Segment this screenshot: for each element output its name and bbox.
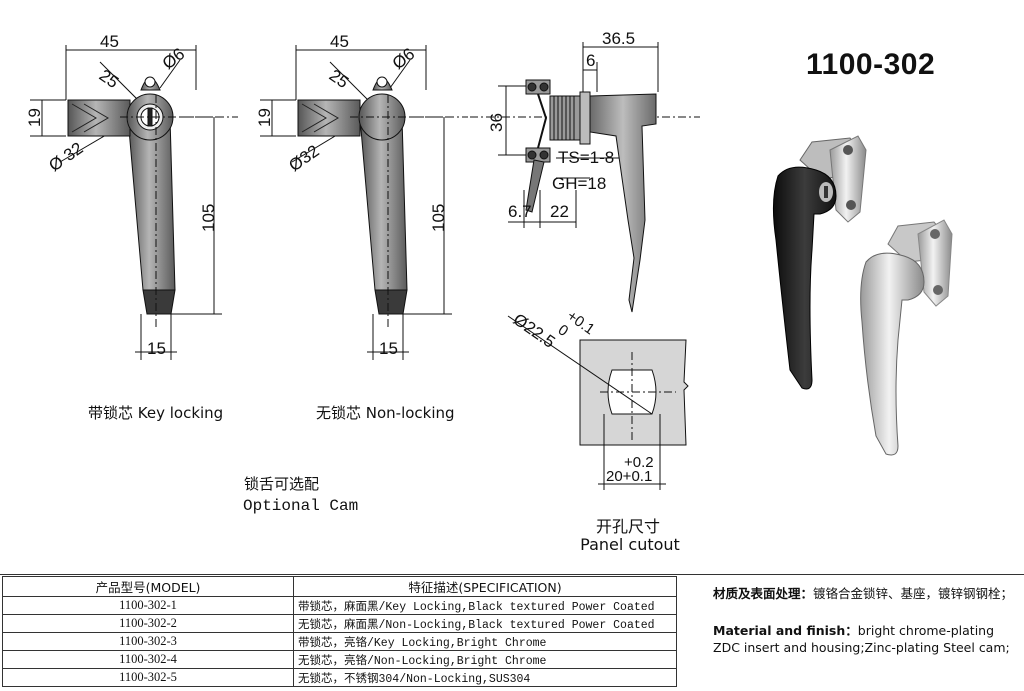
table-row: 1100-302-5 无锁芯，不锈钢304/Non-Locking,SUS304 xyxy=(2,668,677,687)
non-locking-caption: 无锁芯 Non-locking xyxy=(316,404,455,422)
table-row: 1100-302-4 无锁芯，亮铬/Non-Locking,Bright Chr… xyxy=(2,650,677,669)
model-cell: 1100-302-5 xyxy=(2,668,294,687)
panel-cutout-view xyxy=(507,315,689,490)
divider xyxy=(0,574,1024,575)
ts-range: TS=1-8 xyxy=(558,148,614,167)
dim-a: 6.7 xyxy=(508,202,532,221)
cutout-diameter-tol-top: +0.1 xyxy=(564,307,598,338)
header-spec: 特征描述(SPECIFICATION) xyxy=(293,576,677,597)
spec-cell: 带锁芯，亮铬/Key Locking,Bright Chrome xyxy=(293,632,677,651)
cutout-width-tol: +0.2 xyxy=(624,454,654,471)
dim-width: 45 xyxy=(330,32,349,51)
technical-drawing: 45 25 Ø6 19 Ø 32 105 15 45 xyxy=(25,29,953,490)
key-locking-dimensions: 45 25 Ø6 19 Ø 32 105 15 xyxy=(25,32,218,358)
cutout-diameter: Ø22.5 xyxy=(510,310,559,352)
spec-cell: 无锁芯，亮铬/Non-Locking,Bright Chrome xyxy=(293,650,677,669)
dim-length: 105 xyxy=(429,204,448,232)
dim-radius: 25 xyxy=(326,66,352,92)
spec-cell: 带锁芯，麻面黑/Key Locking,Black textured Power… xyxy=(293,596,677,615)
dim-height: 36 xyxy=(487,113,506,132)
dim-height: 19 xyxy=(25,108,44,127)
side-view xyxy=(470,42,700,313)
dim-hole: Ø6 xyxy=(159,44,189,73)
key-locking-view xyxy=(30,45,238,360)
panel-cutout-caption-cn: 开孔尺寸 xyxy=(595,517,660,536)
model-cell: 1100-302-4 xyxy=(2,650,294,669)
material-en-text: bright chrome-plating ZDC insert and hou… xyxy=(713,623,1010,655)
render-chrome-handle xyxy=(860,219,953,456)
dim-height: 19 xyxy=(255,108,274,127)
spec-header-row: 产品型号(MODEL) 特征描述(SPECIFICATION) xyxy=(2,576,677,597)
key-locking-caption: 带锁芯 Key locking xyxy=(88,404,224,422)
material-cn-text: 镀铬合金锁锌、基座，镀锌钢钢栓； xyxy=(813,586,1014,601)
gh-value: GH=18 xyxy=(552,174,606,193)
material-cn: 材质及表面处理：镀铬合金锁锌、基座，镀锌钢钢栓； xyxy=(713,585,1018,602)
table-row: 1100-302-3 带锁芯，亮铬/Key Locking,Bright Chr… xyxy=(2,632,677,651)
model-cell: 1100-302-1 xyxy=(2,596,294,615)
material-cn-label: 材质及表面处理： xyxy=(713,586,814,601)
non-locking-dimensions: 45 25 Ø6 19 Ø32 105 15 xyxy=(255,32,448,358)
panel-cutout-caption-en: Panel cutout xyxy=(580,535,680,554)
non-locking-view xyxy=(260,45,468,360)
table-row: 1100-302-1 带锁芯，麻面黑/Key Locking,Black tex… xyxy=(2,596,677,615)
spec-cell: 无锁芯，麻面黑/Non-Locking,Black textured Power… xyxy=(293,614,677,633)
dim-b: 22 xyxy=(550,202,569,221)
dim-hole: Ø6 xyxy=(389,44,419,73)
dim-six: 6 xyxy=(586,51,595,70)
material-en-label: Material and finish： xyxy=(713,623,858,638)
cutout-width: 20+0.1 xyxy=(606,468,652,485)
model-title: 1100-302 xyxy=(806,48,936,81)
spec-cell: 无锁芯，不锈钢304/Non-Locking,SUS304 xyxy=(293,668,677,687)
dim-width: 45 xyxy=(100,32,119,51)
dim-tip: 15 xyxy=(147,339,166,358)
render-black-handle xyxy=(772,135,867,390)
side-view-dimensions: 36.5 6 36 TS=1-8 GH=18 6.7 22 xyxy=(487,29,635,221)
dim-diameter: Ø 32 xyxy=(45,139,86,176)
optional-cam-caption-cn: 锁舌可选配 xyxy=(244,475,320,493)
dim-tip: 15 xyxy=(379,339,398,358)
header-model: 产品型号(MODEL) xyxy=(2,576,294,597)
material-en: Material and finish：bright chrome-platin… xyxy=(713,622,1018,656)
dim-reach: 36.5 xyxy=(602,29,635,48)
spec-table: 产品型号(MODEL) 特征描述(SPECIFICATION) 1100-302… xyxy=(2,576,677,687)
model-cell: 1100-302-3 xyxy=(2,632,294,651)
model-cell: 1100-302-2 xyxy=(2,614,294,633)
dim-length: 105 xyxy=(199,204,218,232)
material-note: 材质及表面处理：镀铬合金锁锌、基座，镀锌钢钢栓； Material and fi… xyxy=(713,585,1018,656)
dim-radius: 25 xyxy=(96,66,122,92)
optional-cam-caption-en: Optional Cam xyxy=(243,497,359,515)
table-row: 1100-302-2 无锁芯，麻面黑/Non-Locking,Black tex… xyxy=(2,614,677,633)
